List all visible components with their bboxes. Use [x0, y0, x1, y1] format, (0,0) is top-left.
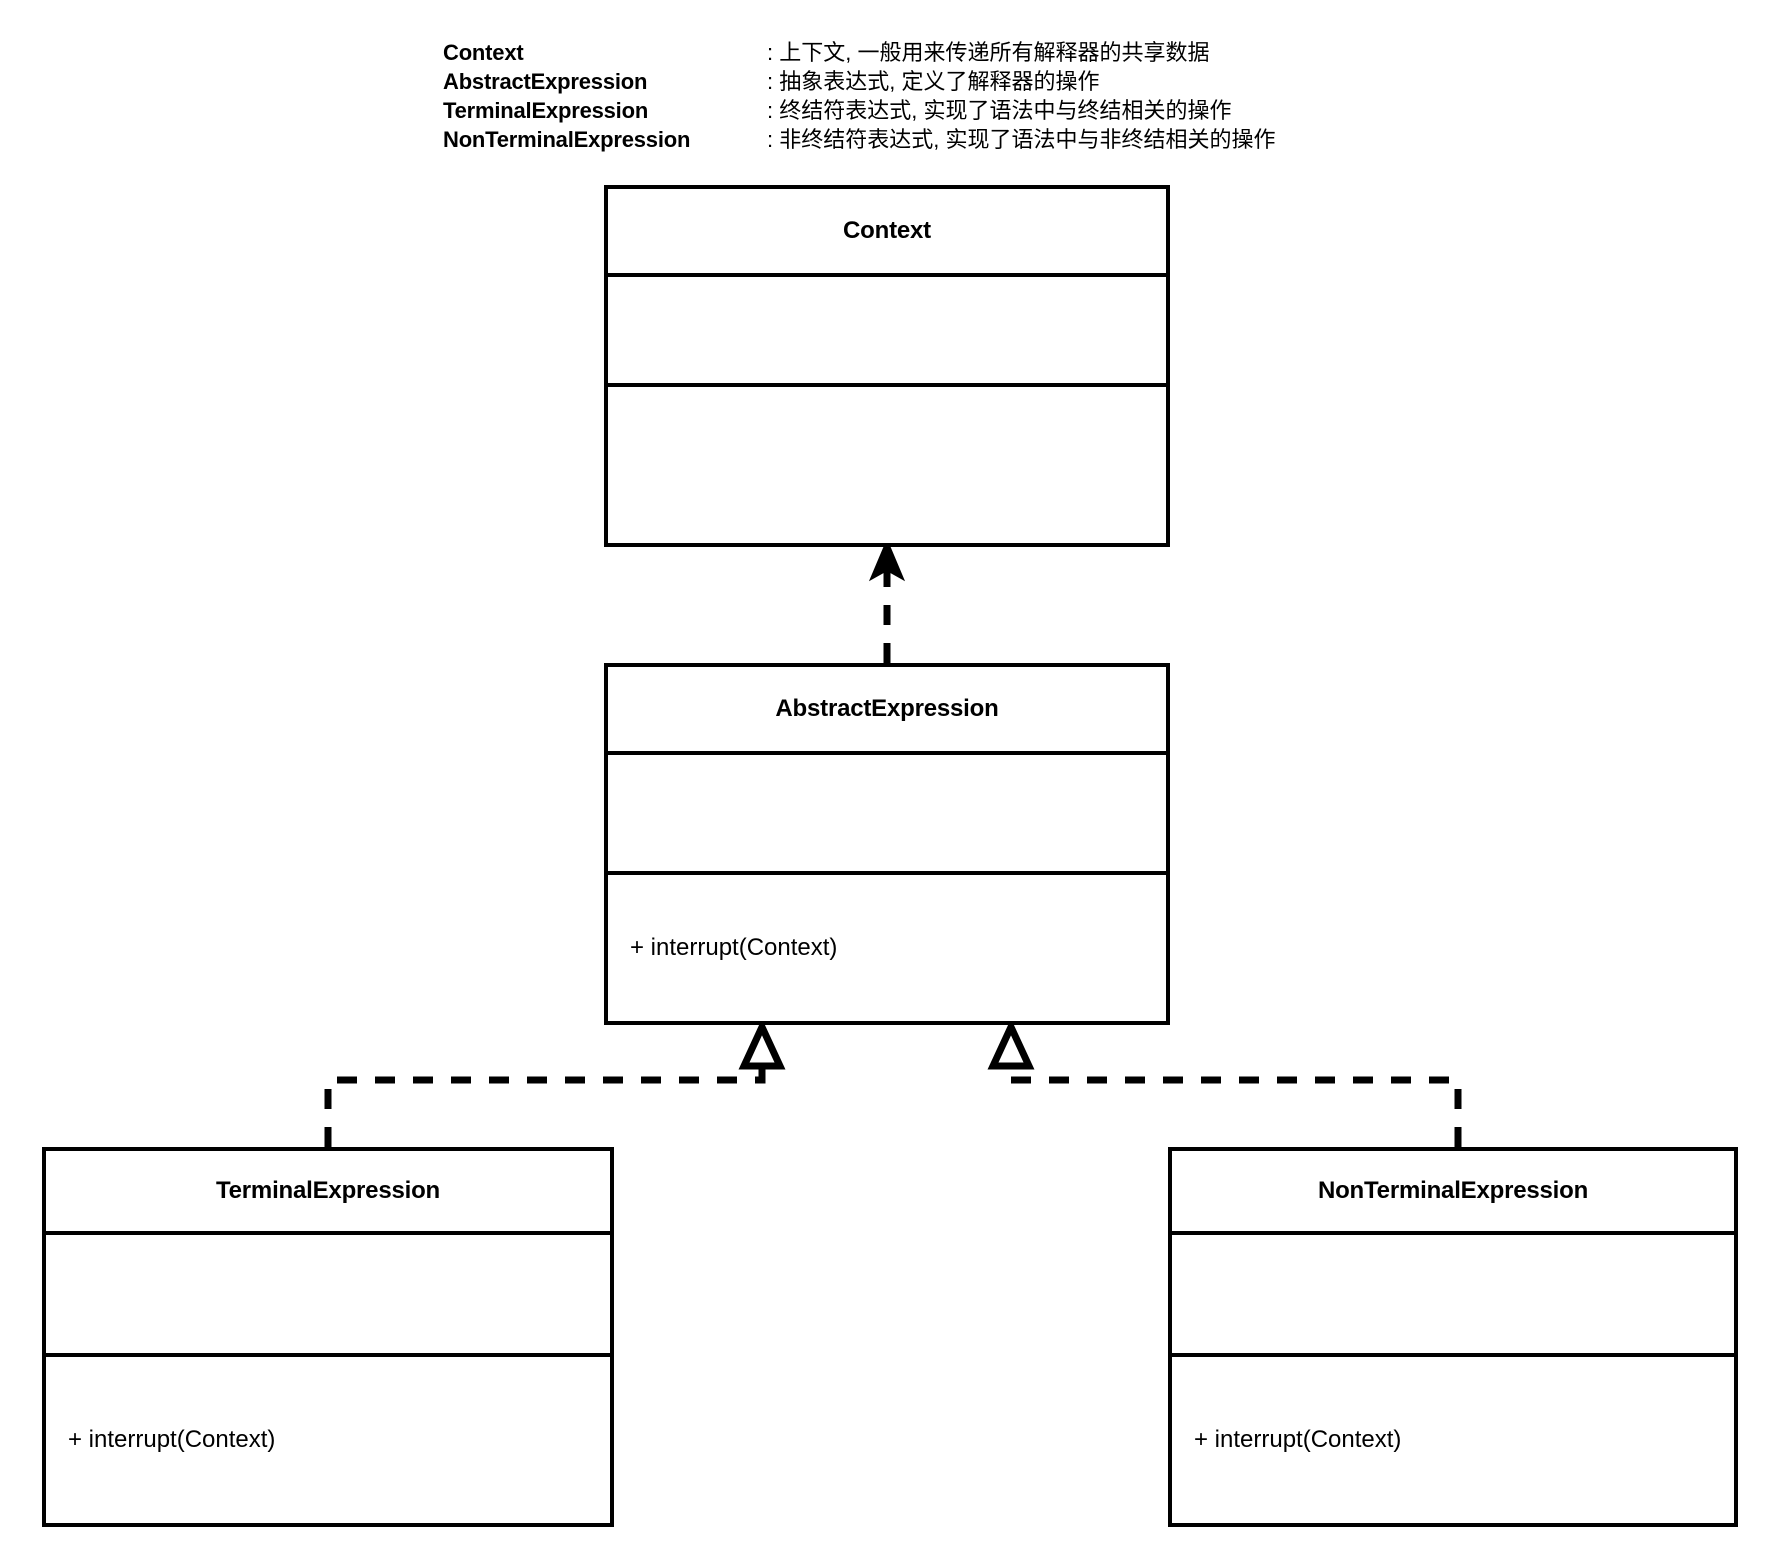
class-box-terminal-expression[interactable]: TerminalExpression + interrupt(Context) — [42, 1147, 614, 1527]
legend-class-description: : 终结符表达式, 实现了语法中与终结相关的操作 — [767, 98, 1232, 123]
class-title-abstract-expression: AbstractExpression — [608, 667, 1166, 755]
realization-dashed-line — [324, 1063, 766, 1147]
class-title-context: Context — [608, 189, 1166, 277]
legend-class-description: : 上下文, 一般用来传递所有解释器的共享数据 — [767, 40, 1210, 65]
legend-row: NonTerminalExpression : 非终结符表达式, 实现了语法中与… — [443, 125, 1343, 154]
legend-class-name: AbstractExpression — [443, 69, 648, 94]
legend-class-name: TerminalExpression — [443, 98, 649, 123]
legend-row: TerminalExpression : 终结符表达式, 实现了语法中与终结相关… — [443, 96, 1343, 125]
class-operations-nonterminal-expression: + interrupt(Context) — [1194, 1426, 1402, 1453]
class-title-nonterminal-expression: NonTerminalExpression — [1172, 1151, 1734, 1235]
class-operations-terminal-expression: + interrupt(Context) — [68, 1426, 276, 1453]
legend-class-name: NonTerminalExpression — [443, 127, 691, 152]
legend: Context : 上下文, 一般用来传递所有解释器的共享数据 Abstract… — [443, 38, 1343, 154]
abstract-to-context-dependency — [868, 538, 906, 663]
class-box-context[interactable]: Context — [604, 185, 1170, 547]
legend-row: Context : 上下文, 一般用来传递所有解释器的共享数据 — [443, 38, 1343, 67]
hollow-triangle-icon — [738, 1018, 786, 1070]
terminal-to-abstract-realization — [324, 1018, 786, 1147]
class-operations-context — [608, 387, 1166, 543]
class-attributes-terminal-expression — [46, 1235, 610, 1357]
class-title-terminal-expression: TerminalExpression — [46, 1151, 610, 1235]
class-operations-abstract-expression: + interrupt(Context) — [630, 934, 838, 961]
class-attributes-abstract-expression — [608, 755, 1166, 875]
legend-class-description: : 抽象表达式, 定义了解释器的操作 — [767, 69, 1100, 94]
nonterminal-to-abstract-realization — [987, 1018, 1462, 1147]
class-box-nonterminal-expression[interactable]: NonTerminalExpression + interrupt(Contex… — [1168, 1147, 1738, 1527]
legend-row: AbstractExpression : 抽象表达式, 定义了解释器的操作 — [443, 67, 1343, 96]
class-attributes-nonterminal-expression — [1172, 1235, 1734, 1357]
legend-class-name: Context — [443, 40, 524, 65]
class-box-abstract-expression[interactable]: AbstractExpression + interrupt(Context) — [604, 663, 1170, 1025]
realization-dashed-line — [1007, 1063, 1462, 1147]
class-attributes-context — [608, 277, 1166, 387]
hollow-triangle-icon — [987, 1018, 1035, 1070]
legend-class-description: : 非终结符表达式, 实现了语法中与非终结相关的操作 — [767, 127, 1276, 152]
